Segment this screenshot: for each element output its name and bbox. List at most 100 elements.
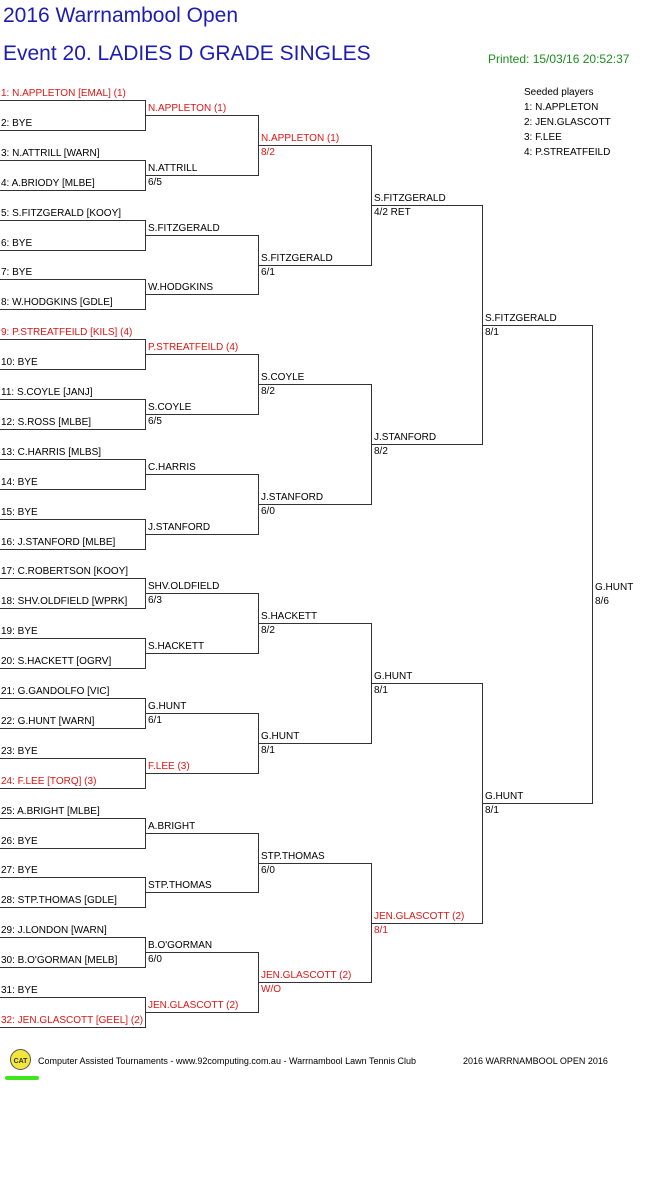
entry-name: 6: BYE [1,238,33,249]
match-score: 4/2 RET [374,207,411,218]
entry-line [0,608,145,609]
match-score: 6/1 [261,267,275,278]
entry-line [0,519,145,520]
match-score: 6/0 [261,865,275,876]
winner-name: G.HUNT [261,731,300,742]
winner-name: S.COYLE [261,372,305,383]
entry-line [0,728,145,729]
match-score: 8/2 [374,446,388,457]
entry-name: 12: S.ROSS [MLBE] [1,417,92,428]
entry-name: 10: BYE [1,357,38,368]
winner-name: N.ATTRILL [148,163,198,174]
winner-name: JEN.GLASCOTT (2) [261,970,352,981]
entry-name: 32: JEN.GLASCOTT [GEEL] (2) [1,1015,144,1026]
winner-name: JEN.GLASCOTT (2) [374,911,465,922]
winner-name: J.STANFORD [374,432,437,443]
winner-line [145,534,258,535]
winner-name: A.BRIGHT [148,821,196,832]
winner-name: J.STANFORD [148,522,211,533]
winner-line [145,773,258,774]
entry-name: 1: N.APPLETON [EMAL] (1) [1,88,126,99]
winner-line [371,205,482,206]
match-score: 6/5 [148,177,162,188]
winner-name: J.STANFORD [261,492,324,503]
winner-name: P.STREATFEILD (4) [148,342,239,353]
entry-name: 22: G.HUNT [WARN] [1,716,95,727]
entry-name: 21: G.GANDOLFO [VIC] [1,686,110,697]
winner-line [145,474,258,475]
match-score: 6/0 [261,506,275,517]
winner-name: G.HUNT [595,582,634,593]
entry-name: 23: BYE [1,746,38,757]
entry-line [0,818,145,819]
winner-line [145,833,258,834]
entry-name: 16: J.STANFORD [MLBE] [1,537,116,548]
entry-name: 18: SHV.OLDFIELD [WPRK] [1,596,128,607]
bracket-connector [592,564,593,624]
winner-name: S.FITZGERALD [485,313,557,324]
winner-name: S.FITZGERALD [148,223,220,234]
winner-name: STP.THOMAS [261,851,325,862]
entry-name: 15: BYE [1,507,38,518]
entry-name: 29: J.LONDON [WARN] [1,925,107,936]
entry-name: 31: BYE [1,985,38,996]
entry-line [0,638,145,639]
entry-name: 30: B.O'GORMAN [MELB] [1,955,118,966]
winner-line [145,354,258,355]
entry-name: 14: BYE [1,477,38,488]
entry-line [0,190,145,191]
entry-line [0,100,145,101]
seed-entry: 4: P.STREATFEILD [524,147,611,158]
entry-line [0,339,145,340]
entry-line [0,907,145,908]
entry-line [0,1027,145,1028]
winner-line [482,803,592,804]
winner-line [371,683,482,684]
entry-line [0,997,145,998]
entry-name: 26: BYE [1,836,38,847]
winner-name: S.FITZGERALD [374,193,446,204]
entry-line [0,848,145,849]
entry-name: 25: A.BRIGHT [MLBE] [1,806,100,817]
winner-name: JEN.GLASCOTT (2) [148,1000,239,1011]
entry-name: 2: BYE [1,118,33,129]
entry-line [0,549,145,550]
entry-name: 8: W.HODGKINS [GDLE] [1,297,113,308]
entry-name: 17: C.ROBERTSON [KOOY] [1,566,129,577]
entry-line [0,369,145,370]
winner-name: G.HUNT [485,791,524,802]
match-score: 6/1 [148,715,162,726]
entry-name: 27: BYE [1,865,38,876]
entry-name: 28: STP.THOMAS [GDLE] [1,895,117,906]
match-score: 8/1 [374,685,388,696]
winner-line [371,444,482,445]
footer-credit: Computer Assisted Tournaments - www.92co… [38,1056,417,1066]
winner-name: N.APPLETON (1) [261,133,340,144]
winner-name: F.LEE (3) [148,761,190,772]
winner-name: G.HUNT [148,701,187,712]
match-score: 8/1 [261,745,275,756]
winner-line [258,743,371,744]
match-score: 8/2 [261,386,275,397]
winner-line [145,713,258,714]
seed-entry: 3: F.LEE [524,132,562,143]
match-score: 8/6 [595,596,609,607]
winner-line [145,235,258,236]
winner-name: STP.THOMAS [148,880,212,891]
winner-line [145,115,258,116]
entry-line [0,250,145,251]
entry-line [0,758,145,759]
winner-line [145,653,258,654]
winner-line [258,145,371,146]
match-score: 6/3 [148,595,162,606]
seed-entry: 1: N.APPLETON [524,102,599,113]
winner-name: SHV.OLDFIELD [148,581,220,592]
winner-name: S.COYLE [148,402,192,413]
match-score: 8/1 [374,925,388,936]
winner-name: S.HACKETT [261,611,318,622]
printed-timestamp: Printed: 15/03/16 20:52:37 [488,52,630,66]
match-score: 8/1 [485,327,499,338]
winner-line [145,414,258,415]
winner-line [258,504,371,505]
winner-name: C.HARRIS [148,462,196,473]
